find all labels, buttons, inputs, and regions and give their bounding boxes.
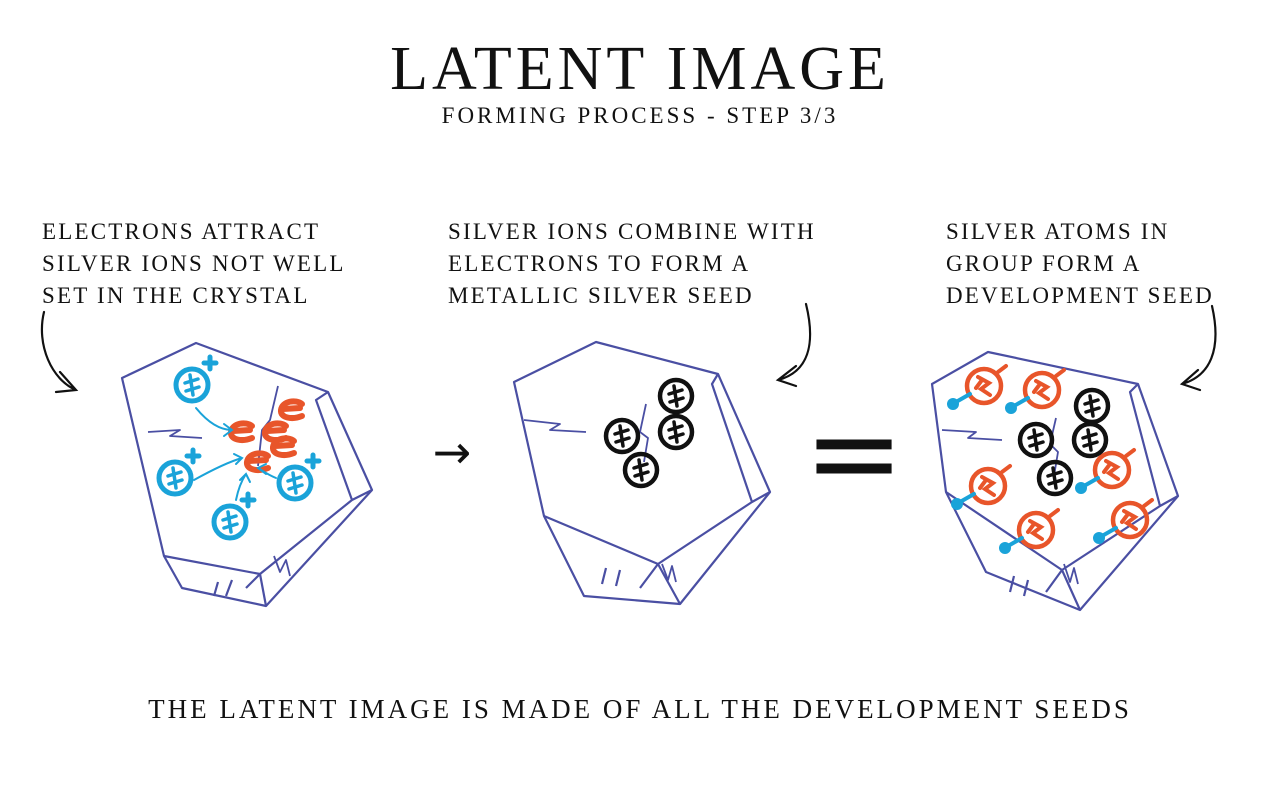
caption-development-seed: SILVER ATOMS IN GROUP FORM A DEVELOPMENT…	[946, 219, 1214, 308]
crystal-icon	[120, 341, 374, 608]
curved-arrow-middle-icon	[775, 302, 812, 388]
page-subtitle: FORMING PROCESS - STEP 3/3	[441, 103, 839, 128]
development-seed-atoms-icon	[947, 366, 1152, 554]
curved-arrow-right-icon	[1179, 304, 1217, 392]
caption-electrons-attract: ELECTRONS ATTRACT SILVER IONS NOT WELL S…	[42, 219, 346, 308]
curved-arrow-left-icon	[40, 310, 79, 394]
crystal-icon	[512, 340, 772, 606]
equals-sign-icon: =	[804, 384, 905, 523]
process-arrow-icon: →	[433, 425, 472, 479]
page-title: LATENT IMAGE	[390, 35, 890, 103]
silver-ion-icon	[159, 357, 319, 538]
silver-atom-icon	[606, 380, 692, 486]
attraction-arrows-icon	[193, 407, 277, 501]
caption-ions-combine: SILVER IONS COMBINE WITH ELECTRONS TO FO…	[448, 219, 816, 308]
footer-conclusion: THE LATENT IMAGE IS MADE OF ALL THE DEVE…	[148, 694, 1132, 724]
